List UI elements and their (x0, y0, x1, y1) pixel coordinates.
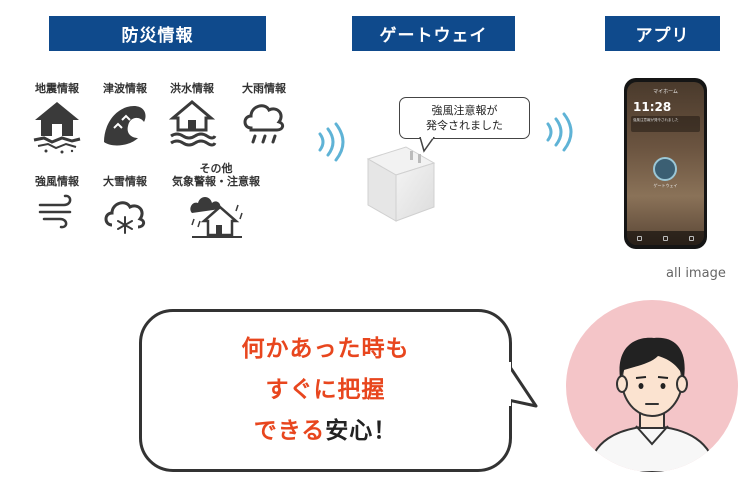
gateway-alert-bubble: 強風注意報が 発令されました (399, 97, 530, 139)
message-line2: すぐに把握 (265, 377, 386, 403)
earthquake-item: 地震情報 (25, 82, 89, 156)
earthquake-icon (33, 102, 81, 154)
avatar (566, 300, 738, 472)
gateway-header: ゲートウェイ (352, 16, 515, 51)
gateway-alert-line1: 強風注意報が (431, 104, 498, 117)
disaster-info-header: 防災情報 (49, 16, 266, 51)
heavy-rain-label: 大雨情報 (242, 82, 286, 95)
phone-time: 11:28 (633, 100, 672, 114)
tsunami-item: 津波情報 (93, 82, 157, 150)
strong-wind-item: 強風情報 (25, 175, 89, 231)
image-caption: all image (666, 266, 726, 281)
nav-home-icon (637, 235, 643, 241)
signal-waves-left-icon (318, 122, 345, 162)
signal-waves-right-icon (546, 112, 573, 152)
nav-settings-icon (688, 235, 694, 241)
phone-app-name: マイホーム (653, 89, 678, 95)
other-warnings-label: 気象警報・注意報 (172, 175, 260, 188)
heavy-rain-item: 大雨情報 (232, 82, 296, 150)
flood-label: 洪水情報 (170, 82, 214, 95)
wind-icon (38, 194, 72, 229)
earthquake-label: 地震情報 (35, 82, 79, 95)
strong-wind-label: 強風情報 (35, 175, 79, 188)
app-header: アプリ (605, 16, 720, 51)
snow-cloud-icon (104, 201, 146, 234)
storm-house-icon (190, 197, 243, 238)
nav-device-icon (662, 235, 668, 241)
person-icon (586, 337, 718, 472)
phone-screen: マイホーム 11:28 4 強風注意報が発令されました ゲートウェイ (627, 82, 704, 245)
message-line3-orange: できる (253, 418, 326, 444)
gateway-bubble-tail (419, 137, 435, 153)
rain-cloud-icon (243, 104, 285, 144)
message-text: 何かあった時も すぐに把握 できる安心！ (139, 329, 512, 452)
phone-center-label: ゲートウェイ (653, 183, 678, 188)
phone-nav-bar (627, 231, 704, 245)
phone-badge: 4 (663, 105, 667, 111)
flood-item: 洪水情報 (160, 82, 224, 150)
phone-notice: 強風注意報が発令されました (631, 116, 700, 132)
message-line3: できる安心！ (139, 411, 512, 452)
gateway-button-icon (653, 157, 677, 181)
heavy-snow-item: 大雪情報 (93, 175, 157, 237)
tsunami-icon (104, 106, 146, 146)
message-line3-dark: 安心！ (325, 418, 398, 444)
flood-icon (168, 100, 217, 147)
smartphone: マイホーム 11:28 4 強風注意報が発令されました ゲートウェイ (624, 78, 707, 249)
heavy-snow-label: 大雪情報 (103, 175, 147, 188)
gateway-device-icon (366, 146, 436, 222)
other-warnings-item: その他 気象警報・注意報 (158, 162, 274, 241)
message-bubble-tail (501, 362, 538, 408)
other-label: その他 (199, 162, 233, 175)
message-line1: 何かあった時も (241, 336, 410, 362)
tsunami-label: 津波情報 (103, 82, 147, 95)
gateway-alert-line2: 発令されました (426, 119, 503, 132)
